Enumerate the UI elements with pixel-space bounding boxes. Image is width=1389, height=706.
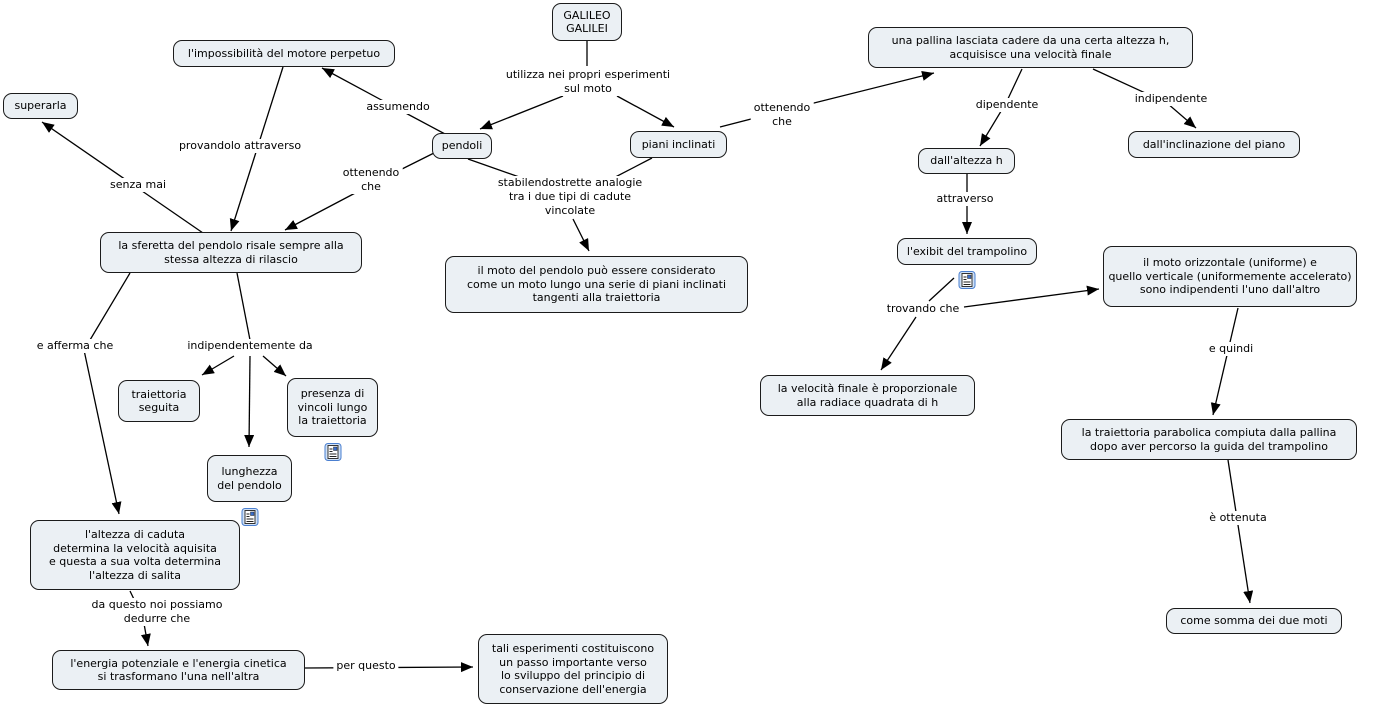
concept-node-label: presenza di vincoli lungo la traiettoria	[297, 387, 368, 428]
resource-icon[interactable]	[958, 257, 976, 289]
concept-node-altezza-caduta[interactable]: l'altezza di caduta determina la velocit…	[30, 520, 240, 590]
concept-node-label: l'exibit del trampolino	[906, 244, 1028, 258]
link-phrase-trovando-che[interactable]: trovando che	[883, 302, 963, 316]
link-phrase-indipendentemente-da[interactable]: indipendentemente da	[184, 339, 316, 353]
concept-node-moti-indipendenti[interactable]: il moto orizzontale (uniforme) e quello …	[1103, 246, 1357, 307]
link-phrase-e-ottenuta[interactable]: è ottenuta	[1206, 511, 1270, 525]
concept-node-label: la velocità finale è proporzionale alla …	[777, 382, 958, 409]
concept-node-label: piani inclinati	[641, 137, 716, 151]
concept-node-label: la traiettoria parabolica compiuta dalla…	[1081, 426, 1337, 453]
concept-node-label: l'altezza di caduta determina la velocit…	[49, 528, 221, 582]
concept-node-galileo-galilei[interactable]: GALILEO GALILEI	[552, 3, 622, 41]
concept-node-pendoli[interactable]: pendoli	[432, 133, 492, 159]
concept-node-pallina-altezza-h[interactable]: una pallina lasciata cadere da una certa…	[868, 27, 1193, 68]
link-phrase-per-questo[interactable]: per questo	[333, 659, 399, 673]
link-phrase-attraverso[interactable]: attraverso	[933, 192, 997, 206]
concept-node-moto-pendolo-piani[interactable]: il moto del pendolo può essere considera…	[445, 256, 748, 313]
connector-line	[928, 277, 955, 302]
concept-node-label: tali esperimenti costituiscono un passo …	[491, 642, 655, 696]
concept-node-energia-potenziale-cinetica[interactable]: l'energia potenziale e l'energia cinetic…	[52, 650, 305, 690]
concept-node-conservazione-energia[interactable]: tali esperimenti costituiscono un passo …	[478, 634, 668, 704]
link-phrase-indipendente[interactable]: indipendente	[1131, 92, 1211, 106]
concept-node-label: l'impossibilità del motore perpetuo	[187, 46, 381, 60]
link-phrase-provandolo-attraverso[interactable]: provandolo attraverso	[175, 139, 305, 153]
concept-node-dall-altezza-h[interactable]: dall'altezza h	[918, 148, 1015, 174]
link-phrase-assumendo[interactable]: assumendo	[363, 100, 433, 114]
resource-icon[interactable]	[324, 429, 341, 461]
connector-line	[236, 272, 251, 341]
document-resource-glyph	[241, 507, 258, 526]
connector-line	[1210, 307, 1239, 416]
concept-node-somma-due-moti[interactable]: come somma dei due moti	[1166, 608, 1342, 634]
connector-line	[572, 218, 590, 252]
concept-node-label: il moto orizzontale (uniforme) e quello …	[1108, 256, 1352, 297]
connector-line	[201, 355, 235, 376]
link-phrase-senza-mai[interactable]: senza mai	[107, 178, 169, 192]
link-phrase-e-afferma-che[interactable]: e afferma che	[33, 339, 117, 353]
concept-node-superarla[interactable]: superarla	[3, 93, 78, 119]
link-phrase-ottenendo-che-sx[interactable]: ottenendo che	[339, 166, 403, 194]
concept-node-label: il moto del pendolo può essere considera…	[466, 264, 727, 305]
link-phrase-stabilendo-analogie[interactable]: stabilendostrette analogie tra i due tip…	[494, 176, 646, 218]
concept-node-label: lunghezza del pendolo	[217, 465, 282, 492]
concept-node-label: l'energia potenziale e l'energia cinetic…	[70, 656, 287, 684]
concept-node-label: superarla	[14, 99, 67, 113]
document-resource-glyph	[324, 442, 341, 461]
link-phrase-utilizza-esperimenti[interactable]: utilizza nei propri esperimenti sul moto	[502, 68, 674, 96]
concept-node-sferetta-pendolo[interactable]: la sferetta del pendolo risale sempre al…	[100, 232, 362, 273]
concept-node-velocita-finale[interactable]: la velocità finale è proporzionale alla …	[760, 375, 975, 416]
link-phrase-da-questo-deduciamo[interactable]: da questo noi possiamo dedurre che	[88, 598, 226, 626]
concept-node-traiettoria-parabolica[interactable]: la traiettoria parabolica compiuta dalla…	[1061, 419, 1357, 460]
link-phrase-ottenendo-che-dx[interactable]: ottenendo che	[750, 101, 814, 129]
resource-icon[interactable]	[241, 494, 258, 526]
connector-line	[41, 121, 204, 234]
concept-node-label: una pallina lasciata cadere da una certa…	[891, 34, 1170, 61]
concept-node-label: pendoli	[441, 139, 483, 153]
concept-node-label: dall'altezza h	[930, 154, 1003, 168]
concept-node-traiettoria-seguita[interactable]: traiettoria seguita	[118, 380, 200, 422]
connector-line	[244, 355, 255, 448]
concept-node-label: traiettoria seguita	[131, 387, 187, 415]
connector-line	[1227, 459, 1254, 604]
concept-node-impossibilita-motore-perpetuo[interactable]: l'impossibilità del motore perpetuo	[173, 40, 395, 67]
concept-node-piani-inclinati[interactable]: piani inclinati	[630, 131, 727, 158]
connector-line	[479, 95, 564, 130]
link-phrase-dipendente[interactable]: dipendente	[972, 98, 1042, 112]
document-resource-glyph	[958, 270, 976, 289]
connector-line	[616, 95, 675, 128]
concept-node-label: la sferetta del pendolo risale sempre al…	[118, 239, 344, 266]
connector-line	[880, 316, 917, 371]
connector-line	[262, 355, 287, 377]
concept-node-label: dall'inclinazione del piano	[1142, 137, 1286, 151]
concept-node-presenza-vincoli[interactable]: presenza di vincoli lungo la traiettoria	[287, 378, 378, 461]
concept-node-exibit-trampolino[interactable]: l'exibit del trampolino	[897, 238, 1037, 289]
connector-line	[963, 285, 1100, 308]
concept-node-label: GALILEO GALILEI	[563, 8, 611, 36]
link-phrase-e-quindi[interactable]: e quindi	[1205, 342, 1257, 356]
concept-node-label: come somma dei due moti	[1180, 614, 1328, 628]
concept-node-lunghezza-pendolo[interactable]: lunghezza del pendolo	[207, 455, 292, 526]
concept-node-inclinazione-piano[interactable]: dall'inclinazione del piano	[1128, 131, 1300, 158]
